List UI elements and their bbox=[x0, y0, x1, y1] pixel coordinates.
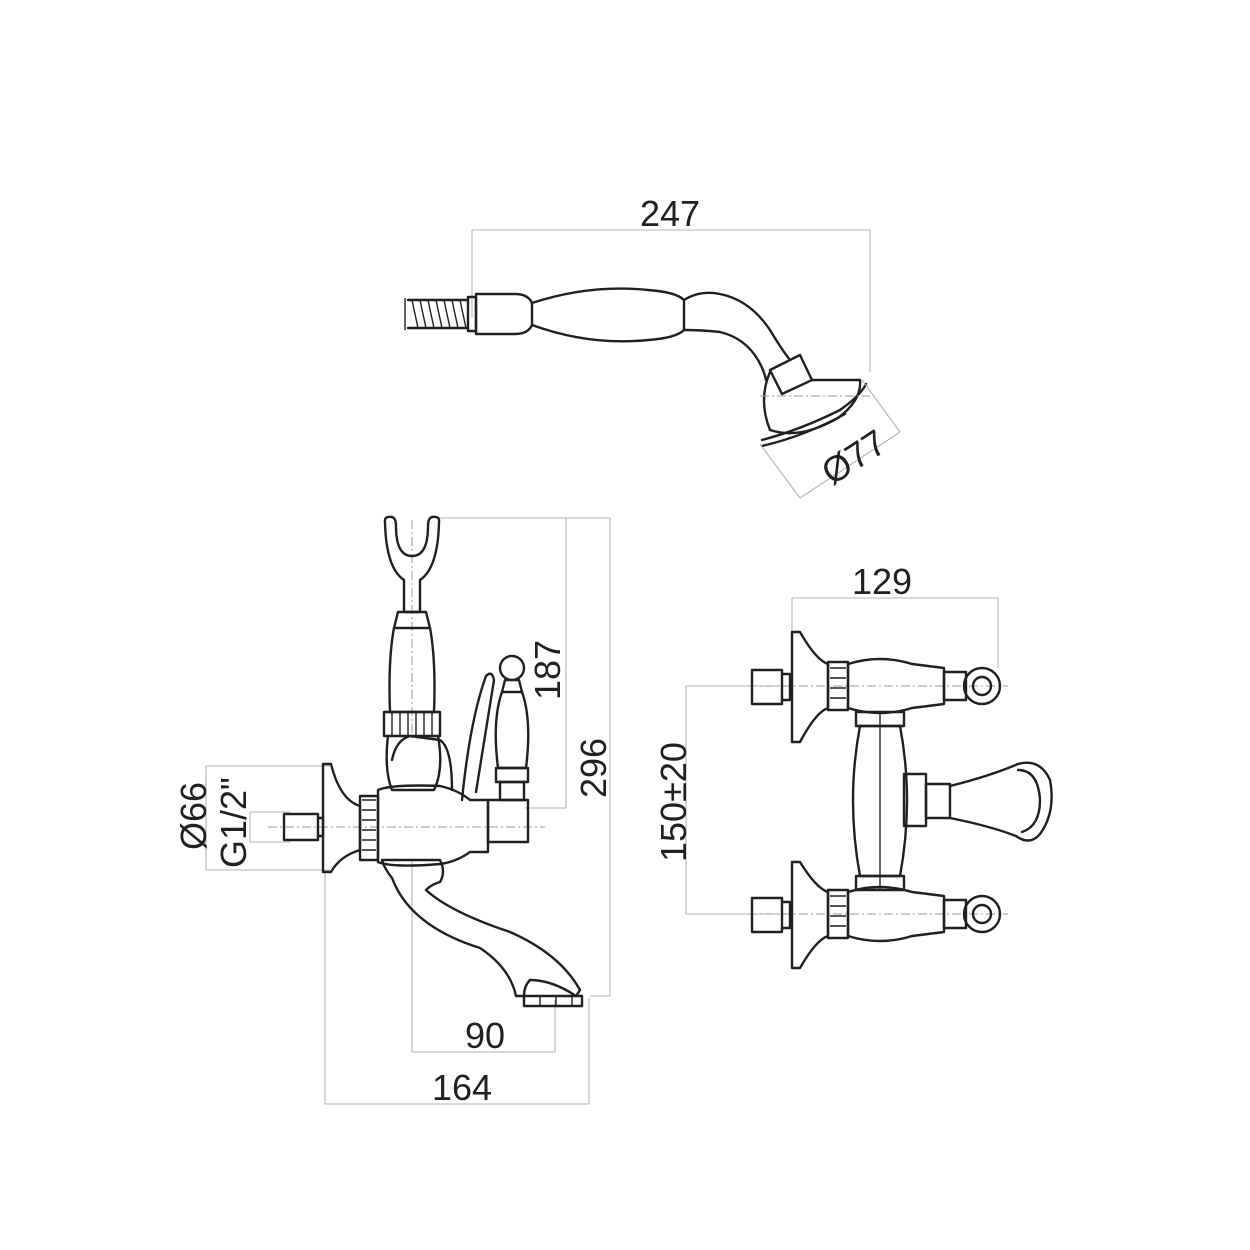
shower-handle bbox=[466, 287, 792, 382]
lower-eccentric-connector bbox=[750, 860, 1002, 970]
wall-plate-diameter-label: Ø66 bbox=[173, 782, 214, 850]
mixer-body bbox=[376, 734, 490, 867]
front-lever-handle bbox=[902, 761, 1053, 842]
upper-eccentric-connector bbox=[750, 630, 1002, 744]
total-depth-label: 164 bbox=[432, 1067, 492, 1108]
wall-plate bbox=[282, 762, 380, 874]
dimension-150: 150±20 bbox=[653, 685, 780, 915]
thread-size-label: G1/2" bbox=[213, 777, 254, 868]
holder-height-label: 187 bbox=[527, 640, 568, 700]
lever-handle bbox=[460, 654, 530, 844]
front-mixer-body bbox=[851, 710, 909, 892]
shower-holder bbox=[382, 515, 442, 792]
dimension-129: 129 bbox=[791, 561, 999, 668]
shower-head bbox=[760, 353, 870, 448]
front-width-label: 129 bbox=[852, 561, 912, 602]
dimension-187: 187 bbox=[435, 517, 568, 809]
dimension-164: 164 bbox=[324, 870, 590, 1108]
total-height-label: 296 bbox=[573, 738, 614, 798]
dimension-diameter-77: Ø77 bbox=[759, 379, 901, 499]
bath-spout bbox=[380, 858, 584, 1008]
dimension-90: 90 bbox=[411, 860, 556, 1056]
side-view: 187 296 Ø66 G1/2" 90 164 bbox=[173, 515, 614, 1108]
hose-spiral bbox=[404, 298, 470, 330]
dimension-247: 247 bbox=[471, 193, 871, 372]
hand-shower-length-label: 247 bbox=[640, 193, 700, 234]
dimension-wall-plate: Ø66 G1/2" bbox=[173, 765, 330, 871]
shower-head-diameter-label: Ø77 bbox=[814, 421, 893, 492]
spout-reach-label: 90 bbox=[465, 1015, 505, 1056]
hand-shower-view: 247 Ø77 bbox=[404, 193, 901, 499]
center-distance-label: 150±20 bbox=[653, 742, 694, 862]
dimension-296: 296 bbox=[566, 517, 614, 997]
front-view: 129 150±20 bbox=[653, 561, 1053, 970]
